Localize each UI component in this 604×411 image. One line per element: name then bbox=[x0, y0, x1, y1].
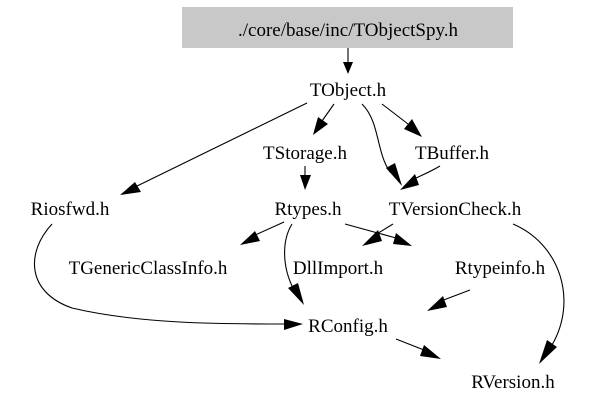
node-rconfig-label: RConfig.h bbox=[308, 316, 388, 337]
node-tgenericclassinfo-label: TGenericClassInfo.h bbox=[69, 258, 228, 279]
node-tversioncheck[interactable]: TVersionCheck.h bbox=[389, 199, 522, 220]
node-tstorage[interactable]: TStorage.h bbox=[263, 143, 347, 164]
node-dllimport-label: DllImport.h bbox=[293, 258, 384, 279]
node-rtypeinfo-label: Rtypeinfo.h bbox=[455, 258, 546, 279]
node-rtypeinfo[interactable]: Rtypeinfo.h bbox=[455, 258, 546, 279]
node-tobjectspy[interactable]: ./core/base/inc/TObjectSpy.h bbox=[182, 7, 513, 48]
edge-tstorage-to-rtypes bbox=[300, 166, 311, 190]
edge-rtypeinfo-to-rconfig bbox=[427, 289, 471, 311]
edge-riosfwd-to-rconfig bbox=[33, 223, 303, 330]
edge-tversioncheck-to-dllimport bbox=[362, 223, 394, 246]
edge-tobject-to-riosfwd bbox=[120, 102, 308, 195]
node-riosfwd[interactable]: Riosfwd.h bbox=[31, 199, 110, 220]
node-tobjectspy-box bbox=[182, 7, 513, 48]
edge-tobject-to-tstorage bbox=[313, 103, 335, 135]
node-tobjectspy-label: ./core/base/inc/TObjectSpy.h bbox=[238, 20, 459, 41]
node-tversioncheck-label: TVersionCheck.h bbox=[389, 199, 522, 220]
node-tgenericclassinfo[interactable]: TGenericClassInfo.h bbox=[69, 258, 228, 279]
edge-rtypes-to-tgenericclassinfo bbox=[240, 221, 285, 245]
node-riosfwd-label: Riosfwd.h bbox=[31, 199, 110, 220]
edge-tobject-to-tbuffer bbox=[381, 103, 422, 137]
node-tbuffer[interactable]: TBuffer.h bbox=[415, 143, 490, 164]
node-dllimport[interactable]: DllImport.h bbox=[293, 258, 384, 279]
edge-tversioncheck-to-rversion bbox=[512, 223, 565, 364]
edge-rconfig-to-rversion bbox=[395, 338, 441, 359]
node-rtypes-label: Rtypes.h bbox=[274, 199, 342, 220]
node-tstorage-label: TStorage.h bbox=[263, 143, 347, 164]
node-rconfig[interactable]: RConfig.h bbox=[308, 316, 388, 337]
edge-rtypes-to-rconfig bbox=[284, 223, 304, 305]
edge-tobjectspy-to-tobject bbox=[343, 48, 353, 74]
edge-tbuffer-to-tversioncheck bbox=[400, 165, 441, 190]
node-tobject[interactable]: TObject.h bbox=[310, 80, 387, 101]
edge-rtypes-to-rtypeinfo bbox=[344, 223, 412, 246]
node-layer: ./core/base/inc/TObjectSpy.h TObject.h T… bbox=[31, 7, 555, 393]
node-rversion-label: RVersion.h bbox=[471, 372, 555, 393]
edge-layer bbox=[33, 48, 565, 364]
node-rversion[interactable]: RVersion.h bbox=[471, 372, 555, 393]
node-tbuffer-label: TBuffer.h bbox=[415, 143, 490, 164]
edge-tobject-to-tversioncheck bbox=[361, 103, 402, 186]
node-rtypes[interactable]: Rtypes.h bbox=[274, 199, 342, 220]
node-tobject-label: TObject.h bbox=[310, 80, 387, 101]
